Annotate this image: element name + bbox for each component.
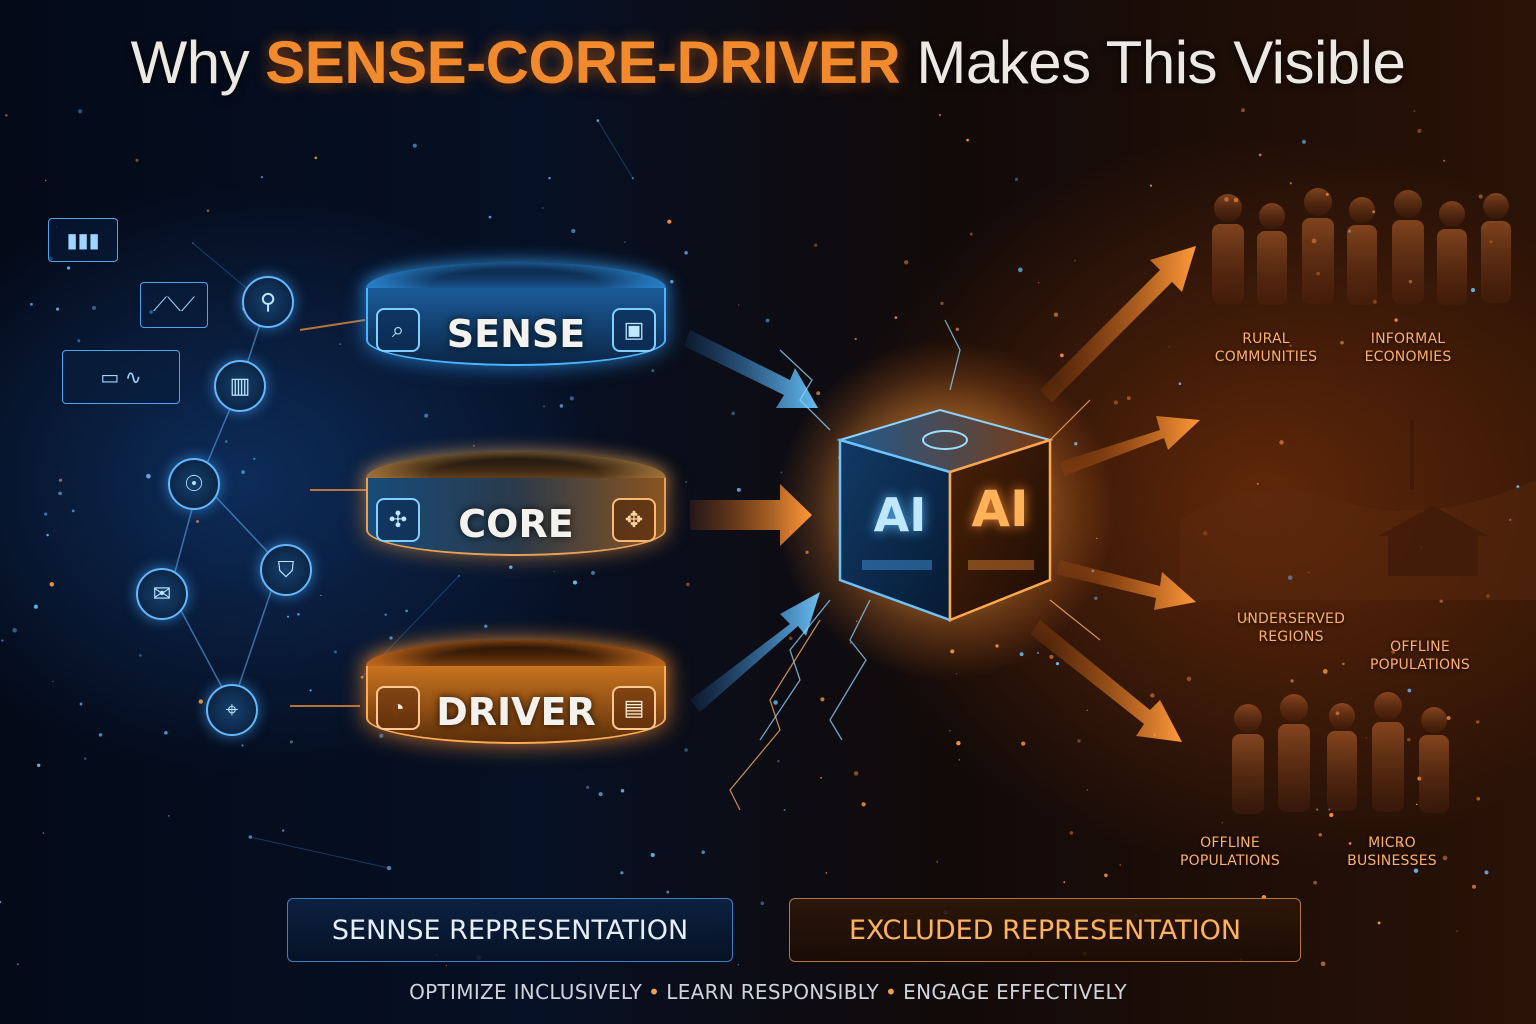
layer-core: ✣ CORE ✥ [366,452,666,580]
layer-sense: ⌕ SENSE ▣ [366,262,666,390]
tagline-item: OPTIMIZE INCLUSIVELY [409,980,643,1004]
tagline-item: ENGAGE EFFECTIVELY [903,980,1127,1004]
gauge-icon: ◔ [376,686,420,730]
layer-driver: ◔ DRIVER ▤ [366,640,666,768]
shield-icon: ⛉ [260,544,312,596]
ai-face-right: AI [971,480,1029,538]
line-chart-icon: ⟋⟍⟋ [140,282,208,328]
layer-label-core: CORE [458,502,574,546]
ai-face-left: AI [873,488,927,542]
tagline-item: LEARN RESPONSIBLY [666,980,880,1004]
link-icon: ⚲ [242,276,294,328]
legend-excluded-representation: EXCLUDED REPRESENTATION [789,898,1301,962]
document-icon: ▤ [612,686,656,730]
title-prefix: Why [130,29,250,96]
location-pin-icon: ⌖ [206,684,258,736]
title-suffix: Makes This Visible [916,29,1406,96]
user-search-icon: ☉ [168,458,220,510]
connector-icon: ✥ [612,498,656,542]
separator-dot: • [648,980,661,1004]
output-arrows [1030,246,1200,742]
title-highlight: SENSE-CORE-DRIVER [265,29,901,96]
tagline: OPTIMIZE INCLUSIVELY•LEARN RESPONSIBLY•E… [0,980,1536,1004]
chart-icon: ▥ [214,360,266,412]
landscape-hills [1180,420,1536,600]
layer-label-driver: DRIVER [436,690,596,734]
bar-chart-icon: ▮▮▮ [48,218,118,262]
circuit-chip-icon: ▣ [612,308,656,352]
ai-cube: AI AI [820,400,1070,630]
network-nodes-icon: ✣ [376,498,420,542]
lightning-bolts [759,319,961,741]
mail-icon: ✉ [136,568,188,620]
layer-label-sense: SENSE [446,312,586,356]
legend-sense-representation: SENNSE REPRESENTATION [287,898,733,962]
page-title: Why SENSE-CORE-DRIVER Makes This Visible [0,28,1536,97]
people-silhouettes-bottom [1232,692,1449,814]
separator-dot: • [885,980,898,1004]
people-silhouettes-top [1212,188,1511,305]
magnifier-icon: ⌕ [376,308,420,352]
dashboard-icon: ▭ ∿ [62,350,180,404]
